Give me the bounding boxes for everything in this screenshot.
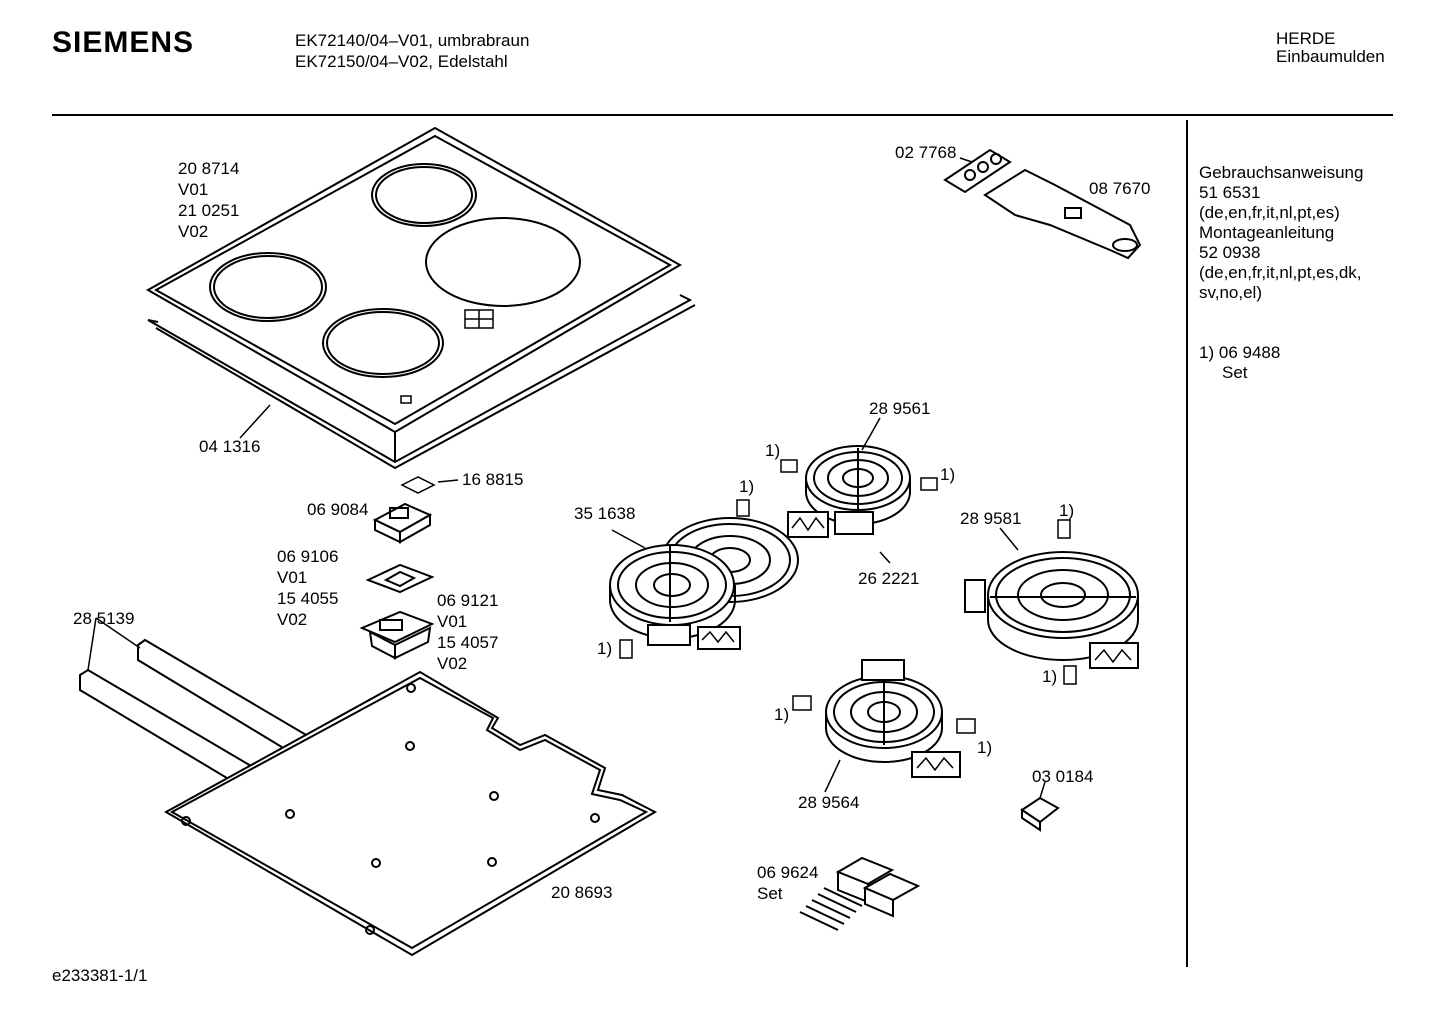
install-languages-1: (de,en,fr,it,nl,pt,es,dk, [1199,263,1362,282]
label-hob-top-1-var: V01 [178,180,208,199]
heater-dual-circuit [609,517,799,650]
header-divider [52,114,1393,116]
heater-289564 [825,659,961,778]
label-gasket: 04 1316 [199,437,260,456]
install-languages-2: sv,no,el) [1199,283,1262,302]
label-154057-var: V02 [437,654,467,673]
footnote-marker-g: 1) [774,705,789,724]
install-number: 52 0938 [1199,243,1261,262]
category-label: HERDE Einbaumulden [1276,30,1385,66]
manual-languages: (de,en,fr,it,nl,pt,es) [1199,203,1340,222]
label-scraper-holder: 02 7768 [895,143,956,162]
label-hob-top-2: 21 0251 [178,201,239,220]
label-154057: 15 4057 [437,633,498,652]
label-base-plate: 20 8693 [551,883,612,902]
label-069106-var: V01 [277,568,307,587]
label-154055: 15 4055 [277,589,338,608]
part-069084 [372,502,433,544]
footnote-marker-d: 1) [597,639,612,658]
footnote-number: 06 9488 [1218,343,1281,362]
category-line-1: HERDE [1276,29,1336,48]
footnote-marker-a: 1) [765,441,780,460]
footnote-marker-c: 1) [940,465,955,484]
label-069121: 06 9121 [437,591,498,610]
footnote-marker-b: 1) [739,477,754,496]
footnote-marker-e: 1) [1059,501,1074,520]
category-line-2: Einbaumulden [1276,47,1385,66]
base-plate [163,670,658,957]
label-069106: 06 9106 [277,547,338,566]
connector-set [799,856,921,931]
footnote-line: 1) 06 9488 [1199,343,1363,363]
sidebar-divider [1186,120,1188,967]
scraper [983,168,1142,260]
label-16-8815: 16 8815 [462,470,523,489]
gasket-frame [147,294,696,470]
drawing-id: e233381-1/1 [52,966,148,985]
model-list: EK72140/04–V01, umbrabraun EK72150/04–V0… [295,30,529,72]
label-069121-var: V01 [437,612,467,631]
heater-289581 [964,551,1139,669]
part-069106 [365,563,435,594]
label-rail: 28 5139 [73,609,134,628]
model-line-2: EK72150/04–V02, Edelstahl [295,52,508,71]
heater-289561 [787,445,911,538]
scraper-holder [943,148,1012,194]
label-limiter: 26 2221 [858,569,919,588]
label-069084: 06 9084 [307,500,368,519]
part-069121 [359,610,435,660]
label-hob-top-2-var: V02 [178,222,208,241]
manual-number: 51 6531 [1199,183,1261,202]
terminal-block [1020,781,1060,832]
model-line-1: EK72140/04–V01, umbrabraun [295,31,530,50]
hob-top [145,126,683,434]
label-154055-var: V02 [277,610,307,629]
label-hob-top-1: 20 8714 [178,159,239,178]
label-heater-289564: 28 9564 [798,793,859,812]
label-heater-dual: 35 1638 [574,504,635,523]
sidebar-documents: Gebrauchsanweisung 51 6531 (de,en,fr,it,… [1199,163,1363,383]
label-scraper: 08 7670 [1089,179,1150,198]
footnote-marker-f: 1) [1042,667,1057,686]
label-connector-set-set: Set [757,884,783,903]
footnote-label: Set [1222,363,1248,382]
label-terminal: 03 0184 [1032,767,1093,786]
brand-logo: SIEMENS [52,26,195,59]
install-title: Montageanleitung [1199,223,1335,242]
label-heater-289581: 28 9581 [960,509,1021,528]
label-heater-289561: 28 9561 [869,399,930,418]
manual-title: Gebrauchsanweisung [1199,163,1364,182]
footnote-marker: 1) [1199,343,1215,362]
label-connector-set: 06 9624 [757,863,818,882]
footnote-marker-h: 1) [977,738,992,757]
